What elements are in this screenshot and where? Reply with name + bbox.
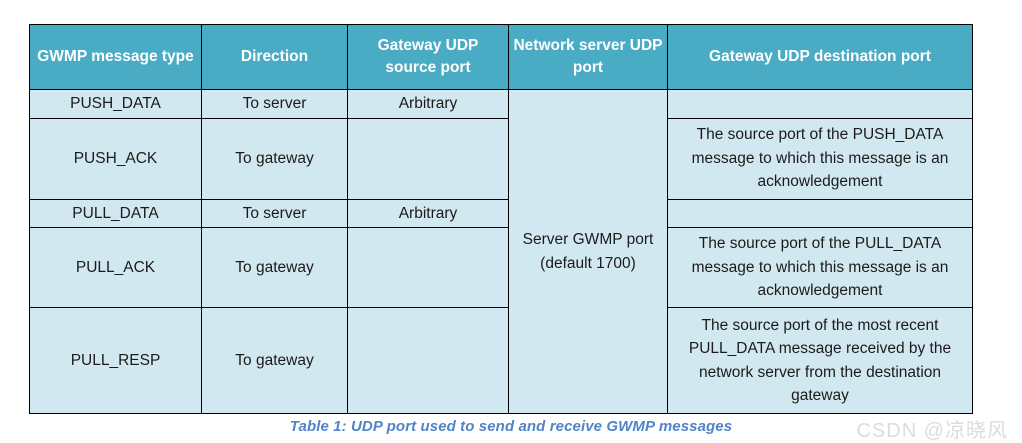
- cell-message-type: PULL_ACK: [29, 227, 202, 309]
- table-row: PULL_ACK To gateway The source port of t…: [29, 227, 973, 309]
- gwmp-udp-port-table: GWMP message type Direction Gateway UDP …: [29, 24, 973, 415]
- cell-source-port: [347, 307, 509, 415]
- cell-direction: To server: [201, 89, 348, 119]
- table-row: PUSH_ACK To gateway The source port of t…: [29, 117, 973, 200]
- table-header-row: GWMP message type Direction Gateway UDP …: [29, 24, 973, 90]
- cell-destination-port: [667, 89, 973, 119]
- cell-message-type: PUSH_DATA: [29, 89, 202, 119]
- column-header-gateway-udp-destination-port: Gateway UDP destination port: [667, 24, 973, 90]
- cell-message-type: PULL_DATA: [29, 198, 202, 229]
- cell-source-port: Arbitrary: [347, 198, 509, 229]
- table-body: PUSH_DATA To server Arbitrary Server GWM…: [29, 88, 973, 415]
- cell-direction: To gateway: [201, 117, 348, 200]
- cell-source-port: Arbitrary: [347, 89, 509, 119]
- csdn-watermark: CSDN @凉晓风: [856, 420, 1008, 442]
- cell-message-type: PUSH_ACK: [29, 117, 202, 200]
- table-row: PULL_DATA To server Arbitrary: [29, 198, 973, 229]
- table-row: PUSH_DATA To server Arbitrary Server GWM…: [29, 88, 973, 415]
- column-header-gateway-udp-source-port: Gateway UDP source port: [347, 24, 509, 90]
- cell-direction: To gateway: [201, 307, 348, 415]
- cell-network-server-udp-port: Server GWMP port (default 1700): [508, 88, 668, 415]
- cell-destination-port: The source port of the PUSH_DATA message…: [667, 117, 973, 200]
- table-caption: Table 1: UDP port used to send and recei…: [289, 418, 733, 435]
- cell-message-type: PULL_RESP: [29, 307, 202, 415]
- cell-destination-port: [667, 198, 973, 229]
- cell-destination-port: The source port of the PULL_DATA message…: [667, 227, 973, 309]
- cell-direction: To server: [201, 198, 348, 229]
- column-header-network-server-udp-port: Network server UDP port: [508, 24, 668, 90]
- table-header: GWMP message type Direction Gateway UDP …: [29, 24, 973, 90]
- column-header-gwmp-message-type: GWMP message type: [29, 24, 202, 90]
- cell-source-port: [347, 117, 509, 200]
- cell-direction: To gateway: [201, 227, 348, 309]
- cell-source-port: [347, 227, 509, 309]
- cell-destination-port: The source port of the most recent PULL_…: [667, 307, 973, 415]
- column-header-direction: Direction: [201, 24, 348, 90]
- table-row: PULL_RESP To gateway The source port of …: [29, 307, 973, 415]
